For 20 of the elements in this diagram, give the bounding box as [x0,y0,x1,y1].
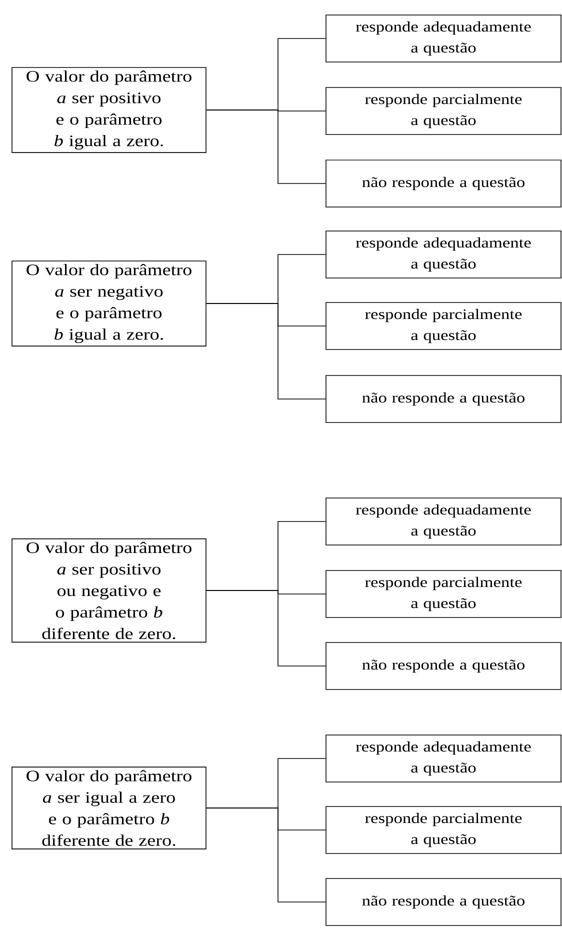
connector-line [206,808,326,902]
answer-box: responde parcialmente a questão [326,87,562,135]
answer-box: não responde a questão [326,375,562,423]
answer-box: não responde a questão [326,642,562,690]
condition-box: O valor do parâmetro a ser igual a zero e o parâmetro b diferente de zero. [12,766,206,850]
answer-box: não responde a questão [326,160,562,208]
answer-box: responde adequadamente a questão [326,498,562,546]
answer-box: responde parcialmente a questão [326,302,562,350]
answer-box: responde adequadamente a questão [326,14,562,62]
condition-box: O valor do parâmetro a ser negativo e o parâmetro b igual a zero. [12,260,206,346]
answer-box: responde adequadamente a questão [326,734,562,782]
condition-box: O valor do parâmetro a ser positivo ou negativo e o parâmetro b diferente de zero. [12,538,206,643]
answer-box: responde parcialmente a questão [326,806,562,854]
answer-box: responde parcialmente a questão [326,570,562,618]
connector-line [206,590,326,666]
connector-line [206,303,326,400]
condition-box: O valor do parâmetro a ser positivo e o parâmetro b igual a zero. [12,67,206,153]
connector-line [206,110,326,184]
answer-box: responde adequadamente a questão [326,230,562,278]
answer-box: não responde a questão [326,878,562,926]
